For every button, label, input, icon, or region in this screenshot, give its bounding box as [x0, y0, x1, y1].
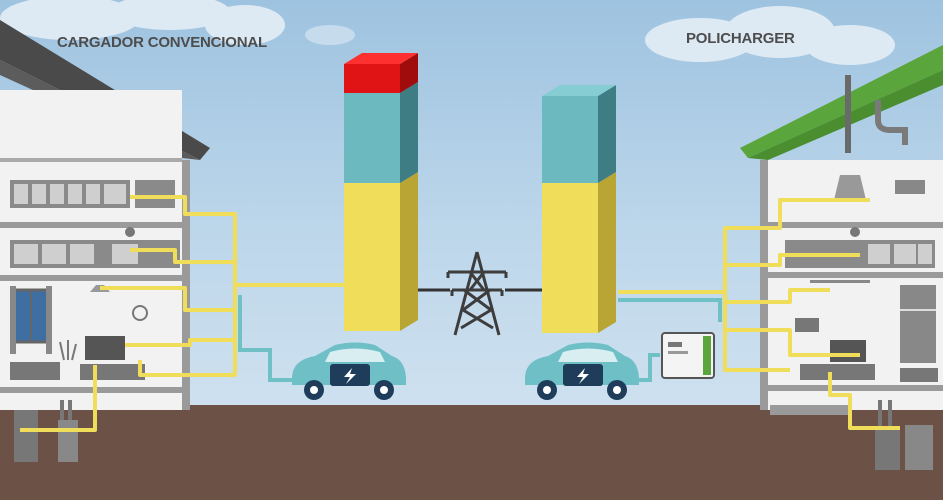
lightning-bolt-icon — [344, 368, 356, 384]
conventional-charger-label: CARGADOR CONVENCIONAL — [57, 34, 267, 51]
left-house — [0, 20, 210, 462]
electric-car-left — [292, 342, 406, 400]
right-house — [740, 45, 943, 470]
bar-policharger — [542, 85, 616, 333]
wires-yellow — [20, 195, 900, 432]
ground — [0, 405, 943, 500]
electric-car-right — [525, 342, 639, 400]
lightning-bolt-icon — [577, 368, 589, 384]
bar-conventional — [344, 53, 418, 331]
power-tower-icon — [446, 251, 508, 336]
wires-teal — [238, 295, 722, 382]
policharger-label: POLICHARGER — [686, 30, 795, 47]
clouds — [0, 0, 895, 65]
wall-charger-icon — [661, 332, 715, 379]
